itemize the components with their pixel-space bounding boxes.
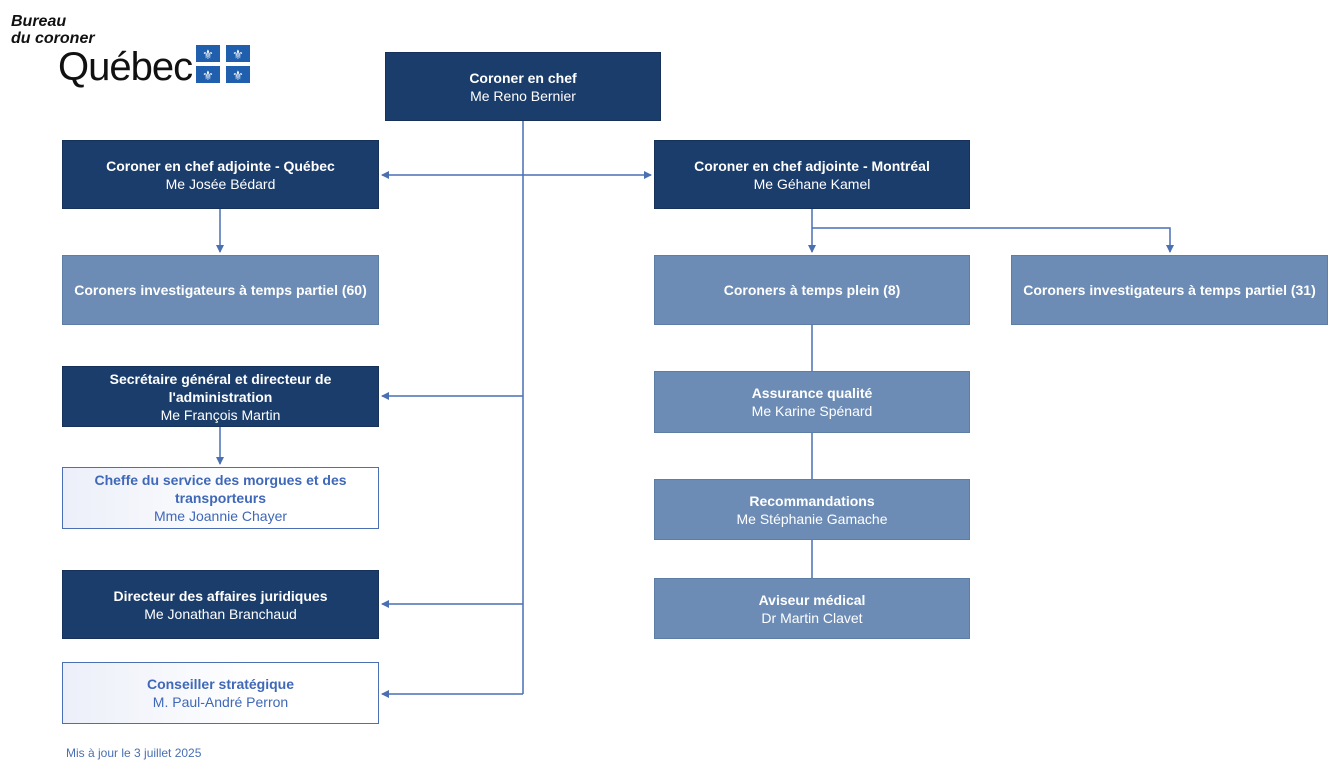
- last-updated-note: Mis à jour le 3 juillet 2025: [66, 746, 202, 760]
- box-person: Me Josée Bédard: [165, 175, 276, 192]
- box-morgues-chief: Cheffe du service des morgues et des tra…: [62, 467, 379, 529]
- box-title: Coroner en chef adjointe - Montréal: [694, 157, 930, 174]
- svg-text:⚜: ⚜: [232, 69, 244, 83]
- logo-line-2: du coroner: [11, 30, 95, 47]
- box-person: Mme Joannie Chayer: [153, 508, 288, 524]
- box-person: Me Reno Bernier: [470, 87, 576, 104]
- box-fulltime-coroners: Coroners à temps plein (8): [654, 255, 970, 325]
- box-title: Conseiller stratégique: [146, 676, 295, 692]
- box-investigators-quebec: Coroners investigateurs à temps partiel …: [62, 255, 379, 325]
- box-quality-assurance: Assurance qualité Me Karine Spénard: [654, 371, 970, 433]
- svg-text:⚜: ⚜: [202, 48, 214, 63]
- box-legal-director: Directeur des affaires juridiques Me Jon…: [62, 570, 379, 639]
- box-medical-advisor: Aviseur médical Dr Martin Clavet: [654, 578, 970, 639]
- box-investigators-montreal: Coroners investigateurs à temps partiel …: [1011, 255, 1328, 325]
- box-title: Coroner en chef adjointe - Québec: [106, 157, 335, 174]
- box-person: Me François Martin: [160, 406, 281, 423]
- box-strategic-advisor: Conseiller stratégique M. Paul-André Per…: [62, 662, 379, 724]
- box-title: Cheffe du service des morgues et des tra…: [94, 472, 347, 506]
- fleur-de-lis-flag-icon: ⚜ ⚜ ⚜ ⚜: [196, 45, 250, 83]
- box-title: Coroners à temps plein (8): [723, 282, 901, 298]
- quebec-wordmark: Québec: [58, 45, 193, 89]
- box-title: Coroner en chef: [469, 69, 577, 86]
- svg-text:⚜: ⚜: [202, 69, 214, 83]
- box-deputy-quebec: Coroner en chef adjointe - Québec Me Jos…: [62, 140, 379, 209]
- box-title: Assurance qualité: [751, 385, 873, 401]
- box-title: Coroners investigateurs à temps partiel …: [1023, 282, 1316, 298]
- box-deputy-montreal: Coroner en chef adjointe - Montréal Me G…: [654, 140, 970, 209]
- connector-to-investigators-montreal: [812, 227, 1174, 253]
- bureau-du-coroner-label: Bureau du coroner: [11, 13, 95, 47]
- box-person: Me Stéphanie Gamache: [736, 510, 888, 527]
- box-person: M. Paul-André Perron: [152, 694, 289, 710]
- box-title: Coroners investigateurs à temps partiel …: [74, 282, 367, 298]
- box-person: Me Karine Spénard: [751, 403, 873, 419]
- box-chief-coroner: Coroner en chef Me Reno Bernier: [385, 52, 661, 121]
- box-title: Directeur des affaires juridiques: [113, 587, 328, 604]
- box-title: Recommandations: [749, 492, 875, 509]
- box-recommendations: Recommandations Me Stéphanie Gamache: [654, 479, 970, 540]
- box-secretary-general: Secrétaire général et directeur de l'adm…: [62, 366, 379, 427]
- box-person: Me Jonathan Branchaud: [144, 605, 297, 622]
- box-person: Dr Martin Clavet: [761, 609, 863, 626]
- logo-line-1: Bureau: [11, 13, 67, 30]
- box-title: Aviseur médical: [758, 591, 866, 608]
- svg-text:⚜: ⚜: [232, 48, 244, 63]
- box-person: Me Géhane Kamel: [753, 175, 871, 192]
- box-title: Secrétaire général et directeur de l'adm…: [109, 370, 332, 405]
